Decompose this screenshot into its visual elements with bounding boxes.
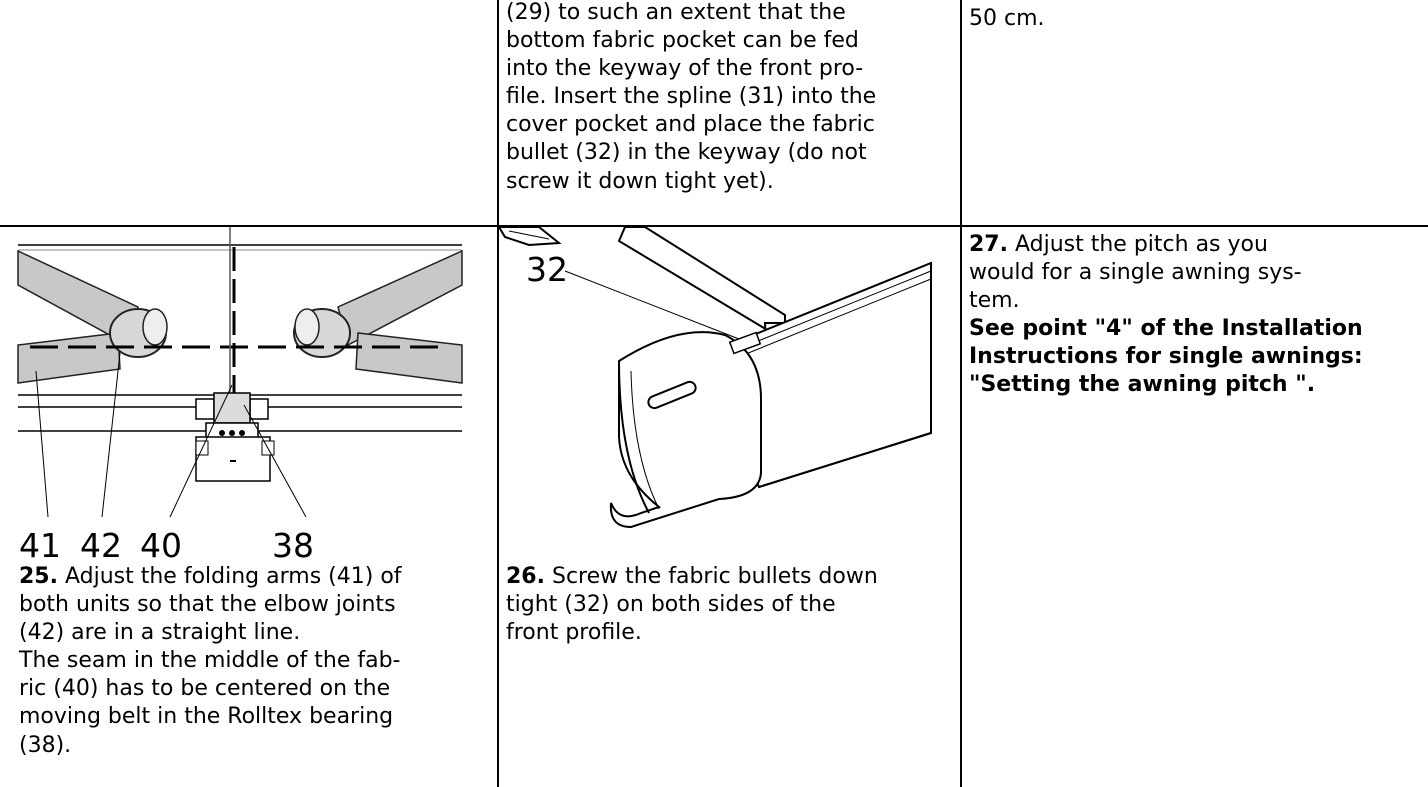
callout-42: 42: [80, 526, 122, 565]
text-line: (38).: [19, 732, 72, 758]
text-line: tem.: [969, 288, 1020, 314]
bold-reference-line: See point "4" of the Installation: [969, 316, 1363, 342]
text-line: bottom fabric pocket can be fed: [506, 28, 859, 54]
step27-text: 27. Adjust the pitch as you would for a …: [969, 231, 1363, 400]
row-divider: [0, 225, 1428, 227]
step-number: 27.: [969, 232, 1008, 257]
callout-41: 41: [19, 526, 61, 565]
text-line: Adjust the pitch as you: [1007, 232, 1268, 257]
top-right-text: 50 cm.: [969, 5, 1045, 33]
bold-reference-line: Instructions for single awnings:: [969, 344, 1363, 370]
text-line: cover pocket and place the fabric: [506, 112, 875, 138]
text-line: would for a single awning sys-: [969, 260, 1302, 286]
text-line: screw it down tight yet).: [506, 168, 774, 194]
top-middle-text: (29) to such an extent that the bottom f…: [506, 0, 876, 196]
text-line: file. Insert the spline (31) into the: [506, 84, 877, 110]
bold-reference-line: "Setting the awning pitch ".: [969, 372, 1316, 398]
text-line: both units so that the elbow joints: [19, 592, 396, 618]
text-line: Screw the fabric bullets down: [544, 564, 878, 589]
text-line: 50 cm.: [969, 6, 1045, 31]
text-line: (42) are in a straight line.: [19, 620, 301, 646]
step27-heading-line: 27. Adjust the pitch as you: [969, 231, 1363, 259]
callout-38: 38: [272, 526, 314, 565]
step-number: 26.: [506, 564, 545, 589]
text-line: (29) to such an extent that the: [506, 0, 846, 25]
text-line: The seam in the middle of the fab-: [19, 648, 401, 674]
callout-32: 32: [526, 250, 568, 289]
folding-arms-illustration: [17, 227, 463, 518]
column-divider-left: [497, 0, 499, 787]
step26-heading-line: 26. Screw the fabric bullets down: [506, 563, 878, 591]
column-divider-right: [960, 0, 962, 787]
front-profile-illustration: [497, 226, 932, 529]
text-line: Adjust the folding arms (41) of: [57, 564, 402, 589]
step25-heading-line: 25. Adjust the folding arms (41) of: [19, 563, 402, 591]
text-line: bullet (32) in the keyway (do not: [506, 140, 867, 166]
step25-text: 25. Adjust the folding arms (41) of both…: [19, 563, 402, 760]
text-line: tight (32) on both sides of the: [506, 592, 836, 618]
callout-40: 40: [140, 526, 182, 565]
text-line: ric (40) has to be centered on the: [19, 676, 391, 702]
step26-text: 26. Screw the fabric bullets down tight …: [506, 563, 878, 647]
text-line: moving belt in the Rolltex bearing: [19, 704, 394, 730]
step-number: 25.: [19, 564, 58, 589]
text-line: front profile.: [506, 620, 642, 646]
text-line: into the keyway of the front pro-: [506, 56, 864, 82]
